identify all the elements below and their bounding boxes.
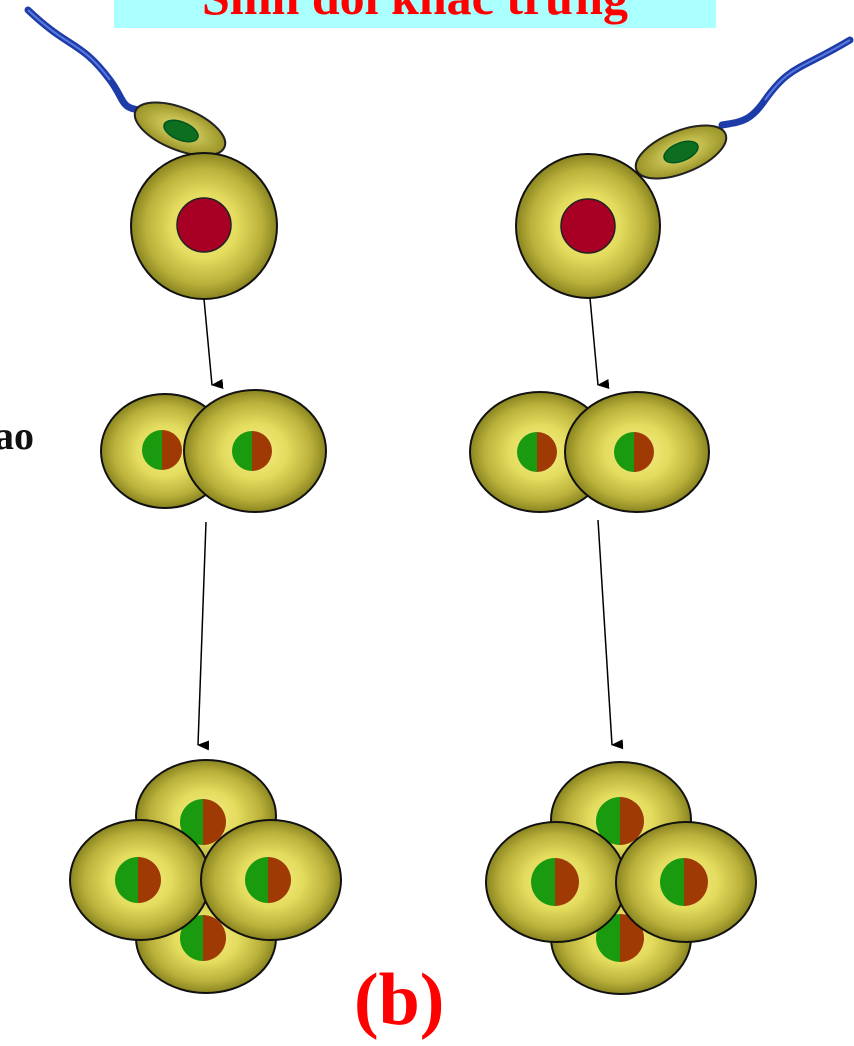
right-arrow-1: [589, 297, 610, 389]
left-sperm-nucleus: [163, 119, 199, 143]
left-arrow-2: [197, 521, 210, 751]
title-text: Sinh đôi khác trứng: [114, 0, 716, 28]
right-zygote: [515, 153, 661, 299]
left-zygote-nucleus: [176, 197, 232, 253]
right-four-cell-left: [485, 821, 627, 943]
title-banner: Sinh đôi khác trứng: [114, 0, 716, 28]
right-two-cell: [469, 391, 710, 513]
left-four-cell-left: [69, 819, 211, 941]
right-sperm: [634, 36, 854, 180]
figure-caption: (b): [354, 959, 445, 1041]
left-zygote: [130, 152, 278, 300]
right-sperm-tail: [718, 36, 854, 129]
side-label: ao: [0, 413, 34, 458]
left-four-cell-right: [200, 819, 342, 941]
left-two-cell: [100, 389, 327, 513]
right-four-cell-right: [615, 821, 757, 943]
right-zygote-nucleus: [560, 198, 616, 254]
right-sperm-nucleus: [663, 140, 699, 164]
right-two-cell-b: [564, 391, 710, 513]
right-four-cell: [485, 761, 757, 995]
left-arrow-1: [203, 298, 224, 389]
left-sperm: [24, 6, 227, 157]
left-four-cell: [69, 759, 342, 994]
right-arrow-2: [597, 519, 624, 750]
left-two-cell-b: [183, 389, 327, 513]
